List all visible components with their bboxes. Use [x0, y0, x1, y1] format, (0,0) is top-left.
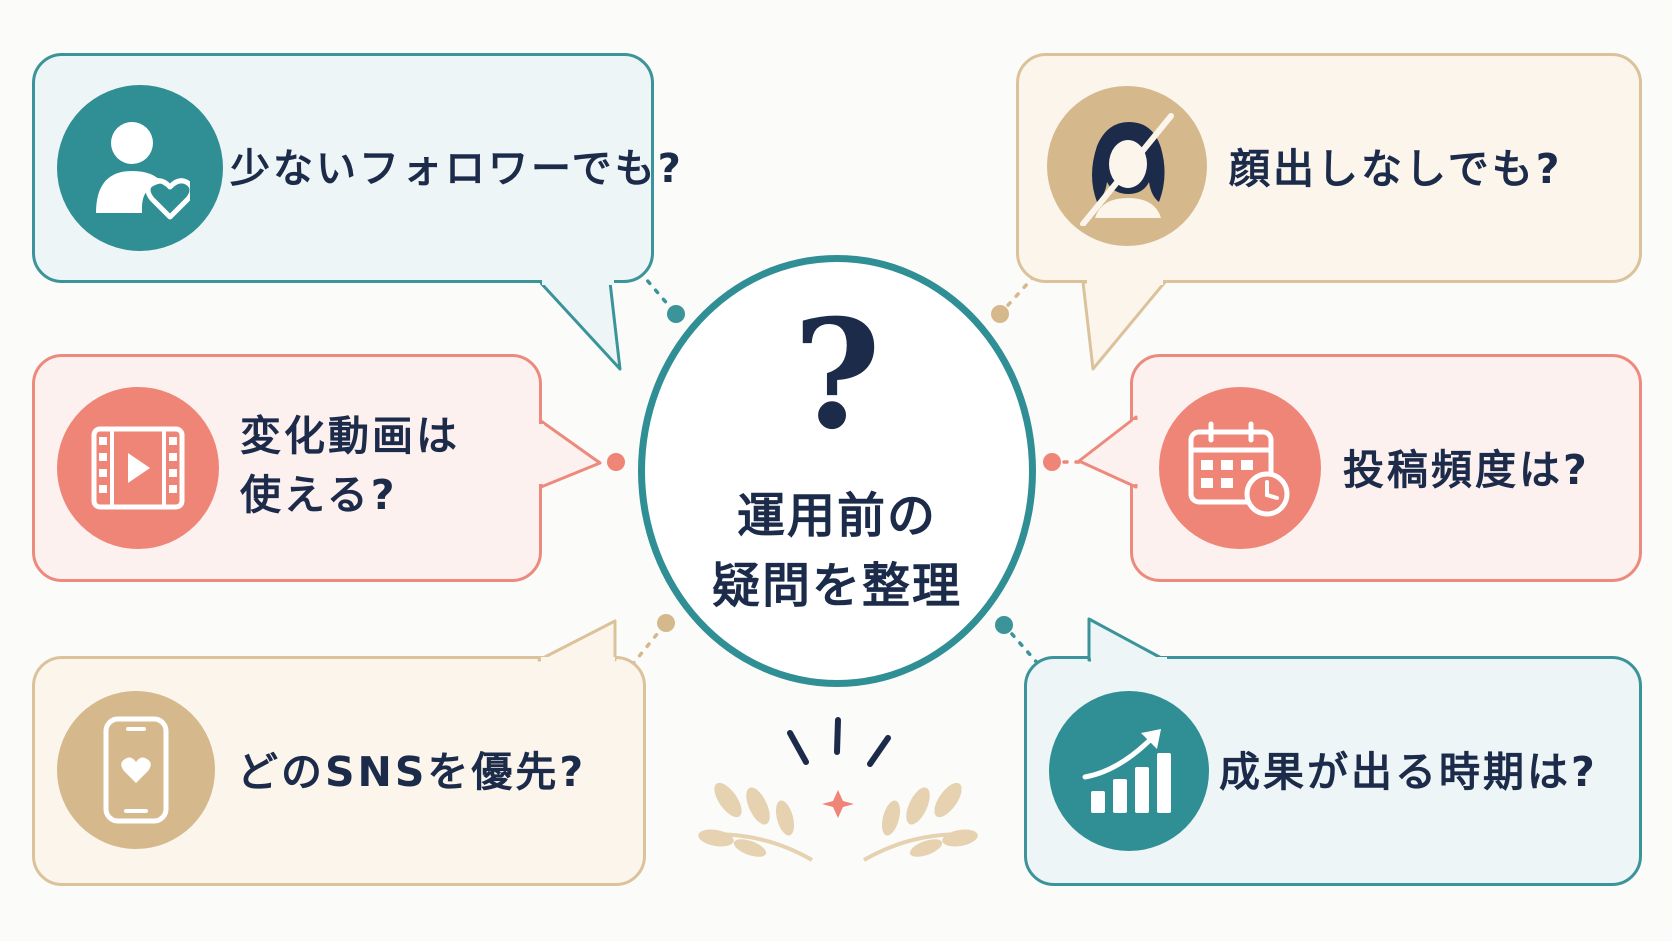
follower-heart-icon	[57, 85, 223, 251]
connector-sns	[630, 621, 668, 667]
connector-dot-sns	[657, 614, 675, 632]
question-bubble-results: 成果が出る時期は?	[1024, 617, 1642, 886]
question-mark-icon: ?	[793, 287, 881, 463]
question-label-results: 成果が出る時期は?	[1219, 748, 1598, 796]
bubble-tail	[540, 279, 622, 371]
bubble-tail	[1087, 617, 1167, 663]
connector-dot-video	[607, 453, 625, 471]
question-bubble-no-face: 顔出しなしでも?	[1016, 53, 1642, 371]
smartphone-heart-icon	[57, 691, 215, 849]
connector-dot-no-face	[991, 305, 1009, 323]
connector-dot-followers	[667, 305, 685, 323]
center-hub: ? 運用前の 疑問を整理	[638, 255, 1036, 687]
no-face-icon	[1047, 86, 1207, 246]
question-label-video: 変化動画は 使える?	[240, 407, 460, 526]
question-bubble-sns: どのSNSを優先?	[32, 619, 646, 886]
center-title-line2: 疑問を整理	[711, 557, 962, 614]
question-bubble-frequency: 投稿頻度は?	[1077, 354, 1642, 582]
laurel-left-icon	[698, 782, 813, 862]
calendar-clock-icon	[1159, 387, 1321, 549]
center-title: 運用前の 疑問を整理	[645, 482, 1029, 621]
connector-results	[1002, 623, 1042, 668]
bubble-tail	[537, 619, 617, 663]
question-bubble-video: 変化動画は 使える?	[32, 354, 602, 582]
center-title-line1: 運用前の	[736, 488, 937, 544]
laurel-right-icon	[863, 782, 978, 862]
question-label-followers: 少ないフォロワーでも?	[230, 146, 684, 192]
bubble-tail	[1081, 279, 1167, 371]
star-icon	[822, 790, 854, 818]
connector-dot-frequency	[1043, 453, 1061, 471]
connector-dot-results	[995, 616, 1013, 634]
bubble-tail	[1077, 415, 1141, 489]
sparkle-lines	[787, 717, 891, 767]
question-label-video-line1: 変化動画は	[240, 412, 460, 460]
bubble-tail	[538, 419, 602, 489]
question-label-video-line2: 使える?	[240, 471, 398, 520]
question-bubble-followers: 少ないフォロワーでも?	[32, 53, 681, 371]
question-label-no-face: 顔出しなしでも?	[1229, 145, 1563, 193]
connector-followers	[638, 270, 678, 316]
question-label-frequency: 投稿頻度は?	[1343, 446, 1590, 494]
growth-chart-icon	[1049, 691, 1209, 851]
question-label-sns: どのSNSを優先?	[237, 748, 587, 796]
video-film-icon	[57, 387, 219, 549]
